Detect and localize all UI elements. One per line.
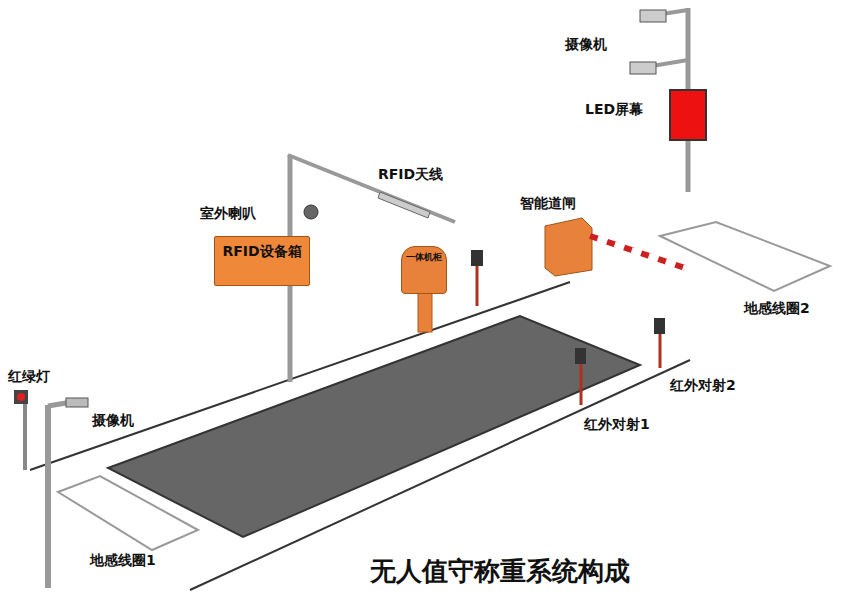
barrier-gate	[545, 218, 592, 276]
barrier-arm	[590, 236, 685, 268]
rfid-antenna	[378, 192, 430, 218]
label: LED屏幕	[583, 101, 645, 118]
arm	[652, 60, 688, 66]
caption: 无人值守称重系统构成	[368, 554, 632, 589]
camera-symbol	[66, 398, 88, 407]
pole	[476, 262, 479, 306]
label: RFID天线	[376, 166, 445, 183]
camera-symbol	[640, 10, 666, 22]
arm	[288, 155, 455, 222]
label: 智能道闸	[518, 195, 578, 212]
ir-sensor	[575, 348, 586, 364]
ir-post	[659, 330, 662, 368]
barrier-arm	[590, 236, 685, 268]
camera-symbol	[630, 62, 656, 74]
label: 摄像机	[90, 412, 136, 429]
scale-platform	[108, 316, 640, 537]
traffic-light	[14, 390, 28, 404]
node-text: 一体机柜	[405, 251, 443, 264]
node-text: RFID设备箱	[221, 243, 303, 261]
ir-post	[580, 360, 583, 405]
label: 室外喇叭	[198, 205, 258, 222]
label: 红外对射2	[668, 377, 738, 394]
label: 地感线圈2	[742, 300, 812, 317]
equipment-box: RFID设备箱	[214, 236, 310, 286]
ground-loop	[660, 222, 830, 291]
light	[17, 393, 25, 401]
label: 摄像机	[563, 36, 609, 53]
ir-sensor	[654, 318, 665, 334]
reader	[471, 250, 483, 266]
kiosk-stem	[418, 290, 432, 332]
label: 地感线圈1	[88, 552, 158, 569]
pole	[45, 405, 51, 588]
label: 红外对射1	[582, 416, 652, 433]
kiosk: 一体机柜	[401, 246, 447, 294]
pole	[23, 400, 27, 470]
led-screen	[670, 90, 706, 140]
label: 红绿灯	[6, 368, 52, 385]
speaker-symbol	[304, 205, 318, 219]
